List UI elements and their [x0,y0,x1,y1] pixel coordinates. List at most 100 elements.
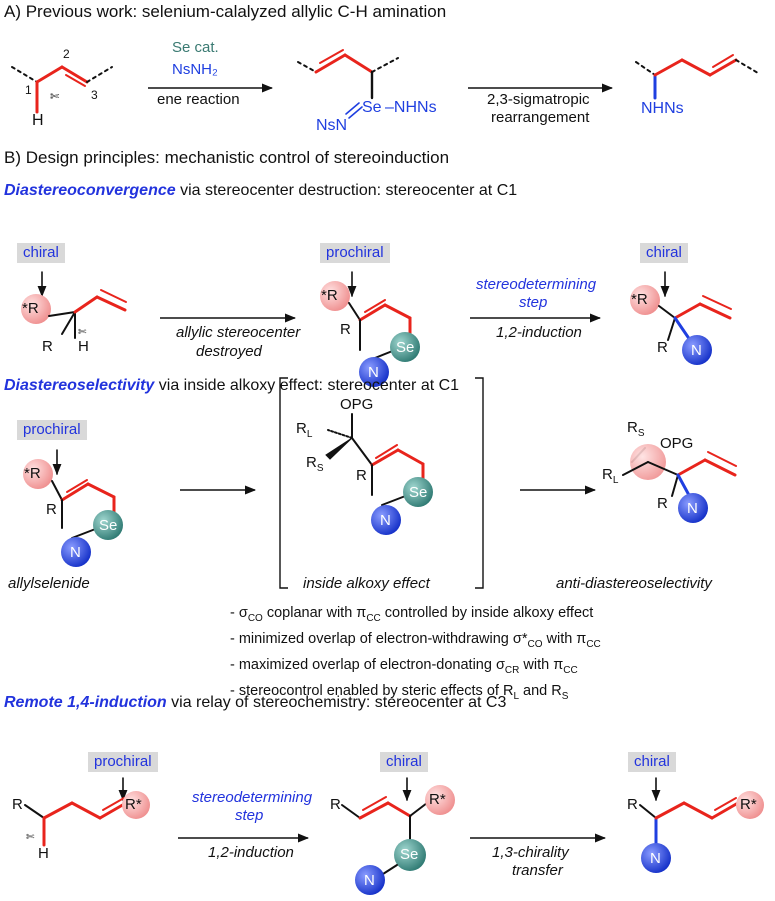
arrow-a2-label-2: rearrangement [491,109,590,126]
ri-heading-rest: via relay of stereochemistry: stereocent… [166,694,507,711]
ri-h: H [38,845,49,862]
ds-n-2: N [380,512,391,529]
arrow-a2-label-1: 2,3-sigmatropic [487,91,590,108]
dc-tag-prochiral: prochiral [320,243,390,263]
dc-r-star-2: *R [321,287,338,304]
ri-r-3: R [627,796,638,813]
ds-n-1: N [70,544,81,561]
section-b-title: B) Design principles: mechanistic contro… [4,148,450,167]
ri-heading-em: Remote 1,4-induction [4,694,167,711]
dc-h-1: H [78,338,89,355]
ri-arrow1-bottom: 1,2-induction [208,844,294,861]
ri-product [639,777,764,873]
svg-text:✄: ✄ [78,327,87,338]
atom-label-h: H [32,112,44,129]
dc-substrate: ✄ [21,271,127,339]
substrate-a: ✄ [11,65,113,114]
ds-bracket [279,377,484,589]
ds-bullet-2: - minimized overlap of electron-withdraw… [230,630,601,650]
ds-heading-rest: via inside alkoxy effect: stereocenter a… [154,377,460,394]
atom-label-c2: 2 [63,47,70,61]
ds-heading: Diastereoselectivity via inside alkoxy e… [4,377,459,395]
ds-caption-2: inside alkoxy effect [303,575,430,592]
product-a [635,54,759,100]
ri-tag-prochiral: prochiral [88,752,158,772]
ds-bullets: - σCO coplanar with πCC controlled by in… [230,603,601,707]
ds-opg-1: OPG [340,396,374,413]
dc-heading: Diastereoconvergence via stereocenter de… [4,182,517,200]
ri-r-2: R [330,796,341,813]
dc-r-2: R [340,321,351,338]
dc-n-1: N [368,364,379,381]
reagent-nsnh2: NsNH₂ [172,61,218,78]
dc-arrow1-label-2: destroyed [196,343,262,360]
ri-intermediate [341,777,455,895]
ds-caption-1: allylselenide [8,575,90,592]
ds-r-star: *R [24,465,41,482]
ds-rl-1: RL [296,420,313,441]
ri-tag-chiral-2: chiral [628,752,676,772]
ds-product [622,444,737,523]
dc-arrow1-label-1: allylic stereocenter [176,324,301,341]
intermediate-nsn: NsN [316,117,348,134]
ri-substrate: ✄ [24,777,150,847]
ds-heading-em: Diastereoselectivity [4,377,155,394]
ds-bullet-3: - maximized overlap of electron-donating… [230,656,578,676]
ds-r-2: R [356,467,367,484]
dc-r-star-1: *R [22,300,39,317]
ri-rstar-2: R* [429,791,446,808]
ds-se-2: Se [409,484,428,501]
intermediate-nhns: –NHNs [385,99,437,116]
intermediate-se: Se [362,99,382,116]
ds-rl-2: RL [602,466,619,487]
dc-se-1: Se [396,339,415,356]
dc-arrow2-top-2: step [519,294,548,311]
dc-r-3: R [657,339,668,356]
dc-intermediate [320,271,420,387]
ds-se-1: Se [99,517,118,534]
ri-rstar-1: R* [125,796,142,813]
ri-arrow2-label-1: 1,3-chirality [492,844,569,861]
atom-label-c1: 1 [25,83,32,97]
dc-heading-em: Diastereoconvergence [4,182,176,199]
ri-arrow2-label-2: transfer [512,862,563,879]
dc-r-star-3: *R [631,291,648,308]
ds-transition-state [325,413,433,535]
ds-opg-2: OPG [660,435,694,452]
ds-tag-prochiral: prochiral [17,420,87,440]
dc-n-2: N [691,342,702,359]
product-nhns: NHNs [641,100,684,117]
ds-r-1: R [46,501,57,518]
ri-n-2: N [650,850,661,867]
ds-n-3: N [687,500,698,517]
ri-tag-chiral-1: chiral [380,752,428,772]
arrow-a1-label: ene reaction [157,91,240,108]
ds-bullet-4: - stereocontrol enabled by steric effect… [230,682,569,702]
ds-r-3: R [657,495,668,512]
ds-bullet-1: - σCO coplanar with πCC controlled by in… [230,605,594,624]
ri-rstar-3: R* [740,796,757,813]
svg-text:✄: ✄ [26,832,35,843]
atom-label-c3: 3 [91,88,98,102]
ds-rs-1: RS [306,454,324,475]
dc-arrow2-top-1: stereodetermining [476,276,597,293]
intermediate-a [297,49,399,119]
dc-heading-rest: via stereocenter destruction: stereocent… [175,182,518,199]
section-a-title: A) Previous work: selenium-calalyzed all… [4,2,447,21]
ds-allylselenide [23,449,123,567]
ri-heading: Remote 1,4-induction via relay of stereo… [4,694,506,712]
dc-tag-chiral-2: chiral [640,243,688,263]
ds-rs-2: RS [627,419,645,440]
ri-r-1: R [12,796,23,813]
ri-arrow1-top-1: stereodetermining [192,789,313,806]
svg-text:✄: ✄ [50,91,60,103]
ri-n-1: N [364,872,375,889]
ds-caption-3: anti-diastereoselectivity [556,575,712,592]
ri-arrow1-top-2: step [235,807,264,824]
dc-arrow2-bottom: 1,2-induction [496,324,582,341]
dc-r-1: R [42,338,53,355]
dc-tag-chiral-1: chiral [17,243,65,263]
ri-se: Se [400,846,419,863]
reagent-se-cat: Se cat. [172,39,219,56]
